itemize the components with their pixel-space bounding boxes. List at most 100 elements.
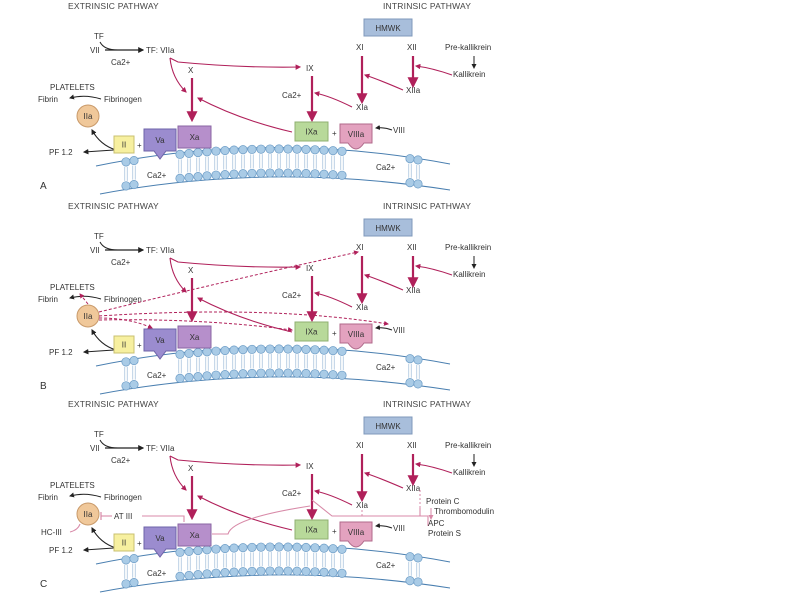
- tf-label: TF: [94, 232, 104, 241]
- fibrin-label: Fibrin: [38, 493, 58, 502]
- tfviia-to-x-arrow: [169, 455, 187, 491]
- factor-xa-box: Xa: [177, 125, 212, 149]
- protein-c-label: Protein C: [426, 497, 460, 506]
- calcium-label-membrane-right: Ca2+: [376, 363, 396, 372]
- factor-ix-label: IX: [306, 64, 314, 73]
- kallikrein-to-xii-arrow: [414, 263, 453, 276]
- fibrinogen-to-fibrin-arrow: [69, 294, 102, 300]
- factor-viiia-box: VIIIa: [339, 323, 373, 350]
- iia-to-platelets-arrow: [79, 293, 89, 305]
- kallikrein-label: Kallikrein: [453, 270, 485, 279]
- factor-viiia-box: VIIIa: [339, 521, 373, 548]
- factor-xii-label: XII: [407, 441, 417, 450]
- factor-xia-label: XIa: [356, 501, 369, 510]
- va-label: Va: [155, 336, 165, 345]
- thrombin-iia-circle: IIa: [76, 502, 100, 526]
- ii-to-iia-arrow: [91, 129, 117, 151]
- ii-label: II: [122, 141, 126, 150]
- ii-to-pf12-arrow: [82, 148, 115, 155]
- heparin-cofactor-label: HC-III: [41, 528, 62, 537]
- iia-to-xi-feedback-arrow: [98, 250, 359, 313]
- intrinsic-pathway-title: INTRINSIC PATHWAY: [383, 201, 471, 211]
- apc-branch-line: [420, 515, 429, 526]
- xiia-to-xi-arrow: [363, 471, 404, 489]
- protein-s-label: Protein S: [428, 529, 461, 538]
- ixa-to-x-arrow: [197, 297, 293, 333]
- extrinsic-pathway-title: EXTRINSIC PATHWAY: [68, 1, 159, 11]
- iia-label: IIa: [84, 312, 93, 321]
- factor-viii-label: VIII: [393, 524, 405, 533]
- kallikrein-label: Kallikrein: [453, 70, 485, 79]
- ixa-label: IXa: [305, 128, 318, 137]
- factor-ixa-box: IXa: [294, 321, 329, 342]
- apc-label: APC: [428, 519, 445, 528]
- factor-xia-label: XIa: [356, 103, 369, 112]
- calcium-label-membrane-right: Ca2+: [376, 163, 396, 172]
- factor-ix-label: IX: [306, 264, 314, 273]
- tf-join-curve: [99, 241, 119, 251]
- xa-label: Xa: [190, 333, 200, 342]
- iia-to-viii-feedback-arrow: [98, 311, 389, 326]
- tf-viia-label: TF: VIIa: [146, 46, 175, 55]
- prekallikrein-label: Pre-kallikrein: [445, 441, 491, 450]
- factor-xiia-label: XIIa: [406, 286, 421, 295]
- factor-xa-box: Xa: [177, 325, 212, 349]
- factor-x-label: X: [188, 266, 194, 275]
- xia-to-ix-arrow: [313, 489, 353, 506]
- hmwk-box: HMWK: [363, 416, 413, 435]
- plus-sign-2: +: [332, 329, 337, 338]
- viii-to-viiia-arrow: [375, 325, 393, 331]
- vii-label: VII: [90, 46, 100, 55]
- factor-xii-label: XII: [407, 43, 417, 52]
- ii-label: II: [122, 539, 126, 548]
- panel-letter: C: [40, 579, 47, 590]
- tfviia-to-ix-arrow: [169, 455, 302, 468]
- intrinsic-pathway-title: INTRINSIC PATHWAY: [383, 1, 471, 11]
- factor-xa-box: Xa: [177, 523, 212, 547]
- prothrombin-ii-box: II: [113, 135, 135, 154]
- ixa-label: IXa: [305, 526, 318, 535]
- factor-va-box: Va: [143, 328, 177, 360]
- kallikrein-to-xii-arrow: [414, 461, 453, 474]
- calcium-label-ix: Ca2+: [282, 91, 302, 100]
- pf12-label: PF 1.2: [49, 348, 73, 357]
- fibrin-label: Fibrin: [38, 95, 58, 104]
- pf12-label: PF 1.2: [49, 546, 73, 555]
- plus-sign-1: +: [137, 141, 142, 150]
- tf-join-curve: [99, 439, 119, 449]
- thrombin-iia-circle: IIa: [76, 304, 100, 328]
- ii-label: II: [122, 341, 126, 350]
- fibrinogen-to-fibrin-arrow: [69, 94, 102, 100]
- tf-viia-label: TF: VIIa: [146, 444, 175, 453]
- iia-label: IIa: [84, 112, 93, 121]
- vii-label: VII: [90, 246, 100, 255]
- tf-viia-label: TF: VIIa: [146, 246, 175, 255]
- antithrombin-iii-label: AT III: [114, 512, 132, 521]
- xa-label: Xa: [190, 531, 200, 540]
- thrombin-iia-circle: IIa: [76, 104, 100, 128]
- viiia-label: VIIIa: [348, 330, 365, 339]
- tfviia-to-x-arrow: [169, 57, 187, 93]
- ixa-label: IXa: [305, 328, 318, 337]
- factor-xiia-label: XIIa: [406, 484, 421, 493]
- va-label: Va: [155, 534, 165, 543]
- extrinsic-pathway-title: EXTRINSIC PATHWAY: [68, 201, 159, 211]
- at3-inhibits-ixa-line: [212, 505, 311, 535]
- calcium-label-ix: Ca2+: [282, 291, 302, 300]
- xia-to-ix-arrow: [313, 291, 353, 308]
- ixa-to-x-arrow: [197, 97, 293, 133]
- calcium-label-top: Ca2+: [111, 58, 131, 67]
- factor-xia-label: XIa: [356, 303, 369, 312]
- factor-ixa-box: IXa: [294, 519, 329, 540]
- phospholipid-membrane: [95, 344, 451, 395]
- prekallikrein-label: Pre-kallikrein: [445, 43, 491, 52]
- phospholipid-membrane: [95, 542, 451, 593]
- tf-label: TF: [94, 32, 104, 41]
- extrinsic-pathway-title: EXTRINSIC PATHWAY: [68, 399, 159, 409]
- xa-label: Xa: [190, 133, 200, 142]
- fibrin-label: Fibrin: [38, 295, 58, 304]
- xia-to-ix-arrow: [313, 91, 353, 108]
